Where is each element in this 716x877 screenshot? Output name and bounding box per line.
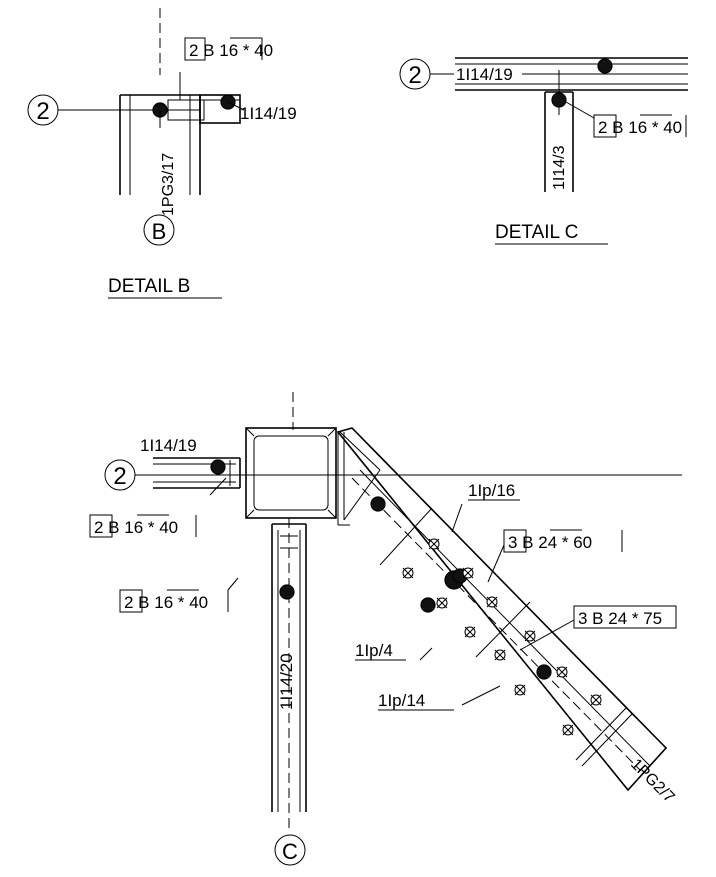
member-label: 1I14/19 <box>140 436 197 455</box>
gusset-edge <box>339 431 381 471</box>
node-tube <box>253 435 329 511</box>
detail-c: 2 1I14/19 1I14/3 2 B 16 * 40 DETAIL C <box>399 57 688 245</box>
bolt <box>536 664 552 680</box>
bolt-spec: 2 B 16 * 40 <box>189 41 273 60</box>
bolt-count-box <box>89 514 113 538</box>
node-corner <box>245 509 255 519</box>
bolt-hole <box>514 684 526 696</box>
grid-label: 2 <box>36 98 49 125</box>
bolt-hole <box>524 630 536 642</box>
node-corner <box>245 427 255 437</box>
bolt-count-box <box>119 589 143 613</box>
leader-line <box>227 577 239 591</box>
node-corner <box>327 427 337 437</box>
column-label: 1I14/20 <box>277 653 296 710</box>
bolt-count-box <box>503 529 527 553</box>
node-box <box>245 427 337 519</box>
section-mark: B <box>152 219 167 244</box>
node-corner <box>327 509 337 519</box>
leader-line <box>451 503 463 533</box>
connection-plate <box>167 99 205 121</box>
leader-line <box>487 544 505 583</box>
detail-title: DETAIL B <box>108 276 190 297</box>
bolt <box>420 597 436 613</box>
post-label: 1PG3/17 <box>160 153 177 216</box>
bolt-hole <box>428 538 440 550</box>
leader-line <box>209 477 227 496</box>
diagonal-inner-line <box>359 469 651 767</box>
bolt-hole <box>556 666 568 678</box>
bolt-hole <box>494 649 506 661</box>
bolt <box>210 459 226 475</box>
section-bubble <box>274 834 306 866</box>
member-label: 1I14/19 <box>240 104 297 123</box>
member-label: 1I14/19 <box>456 65 513 84</box>
bolt-spec: 2 B 16 * 40 <box>94 518 178 537</box>
bolt <box>551 92 567 108</box>
splice-edge <box>379 507 433 566</box>
leader-line <box>461 685 501 706</box>
main-assembly: 2 1I14/19 2 B 16 * 40 2 B 16 * 40 <box>89 392 682 866</box>
bolt-spec: 3 B 24 * 75 <box>578 609 662 628</box>
post-label: 1I14/3 <box>551 145 568 190</box>
bolt-hole <box>464 626 476 638</box>
bolt-count-box <box>184 37 206 61</box>
bolt-hole <box>590 694 602 706</box>
bolt-holes <box>402 538 602 736</box>
grid-label: 2 <box>408 62 421 89</box>
leader-line <box>419 647 433 661</box>
splice-edge <box>575 707 627 761</box>
bolt-count-box <box>593 114 617 138</box>
bolt-hole <box>562 724 574 736</box>
splice-edge <box>581 713 633 767</box>
detail-b: 2 2 B 16 * 40 1I14/19 1PG3/17 B DETAIL B <box>27 8 297 299</box>
leader-line <box>519 619 575 651</box>
bolt-hole <box>462 567 474 579</box>
bolt-hole <box>436 597 448 609</box>
detail-title: DETAIL C <box>495 222 578 243</box>
plate-label: 1Ip/14 <box>378 691 425 710</box>
leader-line <box>565 101 595 119</box>
section-mark: C <box>282 839 298 864</box>
grid-label: 2 <box>113 463 126 490</box>
gusset-edge <box>343 469 381 521</box>
diagonal-center-line <box>351 477 641 771</box>
plate-label: 1Ip/16 <box>468 481 515 500</box>
bolt-hole <box>402 567 414 579</box>
bolt-spec: 2 B 16 * 40 <box>598 118 682 137</box>
bolt-hole <box>486 596 498 608</box>
section-bubble <box>143 214 175 246</box>
bolt <box>279 584 295 600</box>
bolt-spec: 2 B 16 * 40 <box>124 593 208 612</box>
leader-line <box>227 101 245 111</box>
beam-stub <box>199 94 241 124</box>
bolt-spec: 3 B 24 * 60 <box>508 533 592 552</box>
plate-label: 1Ip/4 <box>355 641 393 660</box>
bolt <box>370 496 386 512</box>
bolt-spec-box <box>573 605 677 629</box>
diagonal-member <box>336 427 668 792</box>
splice-edge <box>475 601 531 658</box>
bolt <box>597 58 613 74</box>
